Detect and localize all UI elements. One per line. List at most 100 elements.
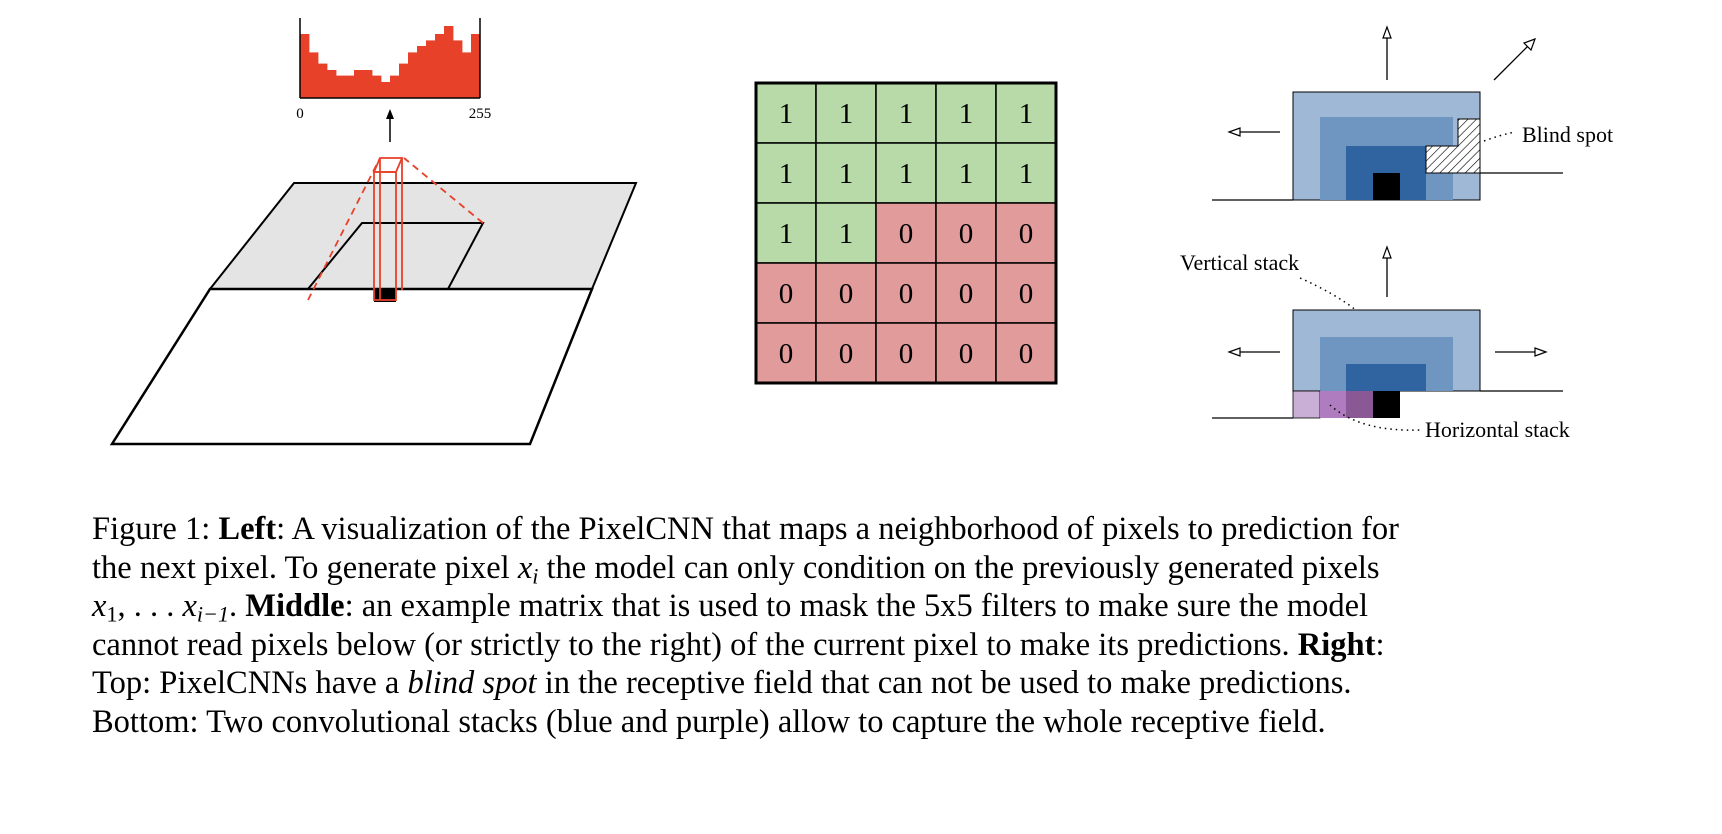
mask-cell-value: 0	[959, 278, 974, 310]
mask-cell	[935, 322, 997, 384]
mask-cell	[995, 142, 1057, 204]
receptive-field-projection	[307, 157, 484, 301]
mask-cell-value: 0	[779, 338, 794, 370]
right-panel: Blind spot Vertical stack	[1180, 25, 1613, 442]
figure-caption: Figure 1: Left: A visualization of the P…	[92, 510, 1652, 741]
right-arrow-icon	[1495, 347, 1548, 357]
mask-cell	[935, 142, 997, 204]
caption-line-5: Top: PixelCNNs have a blind spot in the …	[92, 664, 1652, 703]
caption-text: the model can only condition on the prev…	[538, 549, 1380, 586]
mask-cell-value: 0	[899, 278, 914, 310]
horizontal-stack-outer	[1292, 390, 1321, 419]
mask-cell-value: 1	[1019, 158, 1034, 190]
mask-cell-value: 1	[779, 98, 794, 130]
mask-cell-value: 0	[1019, 278, 1034, 310]
histogram-bar	[309, 52, 319, 98]
mask-cell-value: 1	[899, 158, 914, 190]
histogram-bar	[453, 40, 463, 98]
mask-cell	[875, 322, 937, 384]
histogram-bar	[300, 34, 310, 98]
caption-left-heading: Left	[218, 511, 277, 547]
histogram-bar	[354, 70, 364, 98]
mask-cell-value: 0	[779, 278, 794, 310]
caption-right-heading: Right	[1297, 626, 1376, 663]
mask-cell-value: 0	[899, 218, 914, 250]
horizontal-stack-middle	[1320, 391, 1346, 418]
blind-spot-diagram: Blind spot	[1212, 25, 1613, 201]
caption-text: in the receptive field that can not be u…	[536, 665, 1352, 701]
vertical-stack-inner	[1346, 364, 1426, 391]
blind-spot-label: Blind spot	[1522, 122, 1613, 147]
caption-math-sub: i	[532, 563, 539, 589]
histogram-bar	[363, 70, 373, 98]
left-arrow-icon	[1227, 347, 1280, 357]
caption-text: the next pixel. To generate pixel	[92, 549, 518, 586]
caption-line-6: Bottom: Two convolutional stacks (blue a…	[92, 703, 1326, 740]
mask-cell-value: 1	[959, 158, 974, 190]
caption-math-var: x	[182, 588, 197, 624]
histogram-bar	[408, 52, 418, 98]
top-current-pixel	[1373, 173, 1400, 200]
histogram-bar	[444, 26, 454, 98]
blind-spot-region	[1425, 118, 1481, 174]
mask-cell	[815, 82, 877, 144]
mask-cell-value: 1	[959, 98, 974, 130]
mask-cell-value: 0	[1019, 218, 1034, 250]
caption-text: .	[229, 588, 246, 624]
mask-cell	[815, 202, 877, 264]
diagonal-arrow-icon	[1493, 37, 1537, 81]
caption-text: :	[1375, 626, 1385, 663]
mask-cell	[755, 262, 817, 324]
histogram-bar	[318, 63, 328, 98]
mask-cell-value: 0	[899, 338, 914, 370]
caption-math-var: x	[517, 549, 533, 586]
histogram: 0 255	[296, 18, 491, 122]
mask-cell-value: 0	[1019, 338, 1034, 370]
image-plane-lower	[109, 287, 594, 446]
histogram-bar	[399, 63, 409, 98]
mask-cell-value: 0	[959, 218, 974, 250]
mask-cell-value: 1	[839, 98, 854, 130]
histogram-max-label: 255	[469, 106, 492, 122]
vertical-stack-label: Vertical stack	[1180, 250, 1299, 275]
caption-math-ellipsis: , . . .	[117, 588, 183, 624]
mask-cell-value: 1	[839, 158, 854, 190]
mask-cell	[935, 82, 997, 144]
bottom-current-pixel	[1373, 391, 1400, 418]
histogram-bar	[390, 75, 400, 98]
histogram-bar	[345, 75, 355, 98]
histogram-bar	[417, 46, 427, 98]
mask-cell	[995, 262, 1057, 324]
mask-cell	[815, 142, 877, 204]
histogram-bar	[372, 75, 382, 98]
histogram-bar	[471, 34, 481, 98]
caption-math-sub: i−1	[196, 601, 230, 627]
up-arrow-icon	[1382, 25, 1392, 80]
mask-cell-value: 1	[1019, 98, 1034, 130]
caption-left-text: : A visualization of the PixelCNN that m…	[276, 511, 1400, 547]
horizontal-stack-inner	[1346, 391, 1373, 418]
up-arrow-icon	[386, 109, 394, 142]
histogram-min-label: 0	[296, 106, 304, 122]
caption-blind-spot-term: blind spot	[407, 665, 537, 701]
left-panel: 0 255	[109, 18, 638, 446]
mask-cell-value: 1	[839, 218, 854, 250]
caption-math-var: x	[92, 588, 107, 624]
caption-figure-number: Figure 1:	[92, 511, 219, 547]
histogram-bar	[462, 52, 472, 98]
histogram-bar	[336, 75, 346, 98]
two-stacks-diagram: Vertical stack Horizo	[1180, 245, 1570, 442]
mask-cell	[815, 322, 877, 384]
mask-cell	[875, 142, 937, 204]
caption-text: cannot read pixels below (or strictly to…	[92, 626, 1298, 663]
blind-spot-pointer	[1483, 131, 1516, 142]
mask-cell	[875, 262, 937, 324]
mask-cell	[995, 322, 1057, 384]
histogram-bar	[381, 82, 391, 98]
caption-line-4: cannot read pixels below (or strictly to…	[92, 626, 1652, 665]
caption-math-sub: 1	[106, 601, 118, 627]
left-arrow-icon	[1227, 127, 1280, 137]
mask-cell-value: 1	[779, 218, 794, 250]
